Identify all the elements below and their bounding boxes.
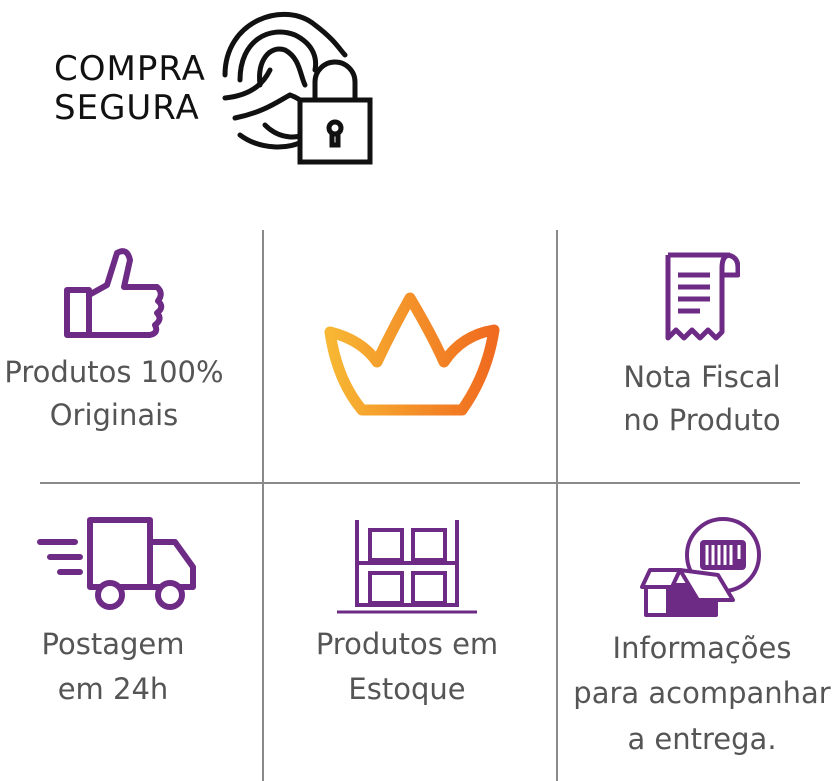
feature-caption: Informações	[612, 631, 792, 665]
logo-text-line2: SEGURA	[54, 88, 200, 128]
feature-caption: Produtos em	[315, 627, 499, 661]
grid-divider-vertical	[556, 230, 558, 781]
feature-caption: a entrega.	[627, 722, 777, 756]
feature-caption: Originais	[49, 398, 179, 432]
crown-icon	[324, 292, 500, 416]
grid-divider-vertical	[262, 230, 264, 781]
thumbs-up-icon	[64, 248, 165, 338]
feature-caption: no Produto	[623, 403, 781, 437]
feature-caption: Postagem	[41, 627, 185, 661]
delivery-truck-icon	[37, 517, 196, 610]
feature-caption: em 24h	[57, 672, 169, 706]
feature-caption: Estoque	[348, 672, 466, 706]
feature-caption: Produtos 100%	[4, 355, 224, 389]
grid-divider-horizontal	[40, 482, 800, 484]
feature-caption: para acompanhar	[573, 676, 831, 710]
package-tracking-icon	[640, 517, 761, 617]
fingerprint-lock-icon	[222, 11, 373, 165]
feature-caption: Nota Fiscal	[623, 360, 781, 394]
logo-text-line1: COMPRA	[54, 49, 206, 89]
receipt-icon	[665, 252, 740, 341]
warehouse-shelf-icon	[337, 520, 477, 614]
